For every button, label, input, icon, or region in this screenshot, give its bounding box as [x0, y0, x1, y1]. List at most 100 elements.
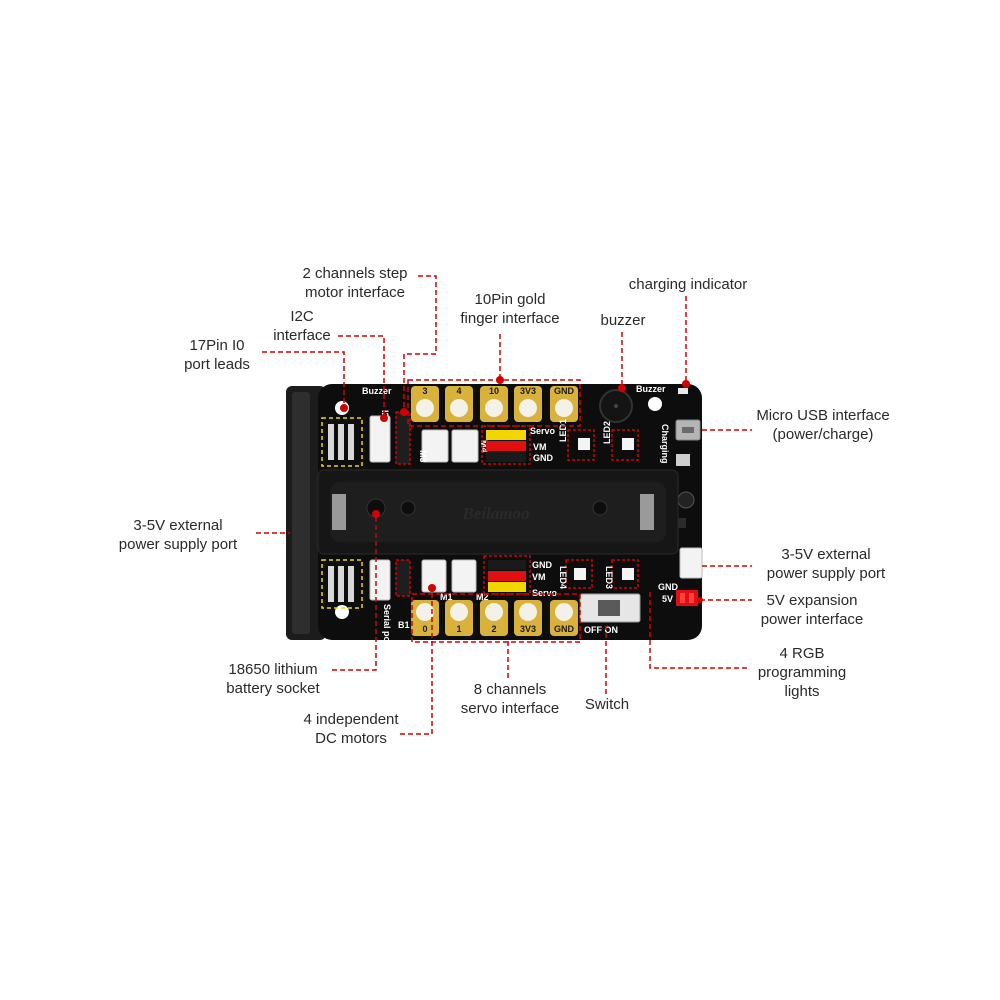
gold-pad[interactable]: 10 — [480, 386, 508, 422]
pad-label: 0 — [422, 624, 427, 634]
silk-vm-top: VM — [533, 442, 547, 452]
callout-dc-motors-line1: 4 independent — [303, 711, 399, 728]
gold-pad[interactable]: 3V3 — [514, 386, 542, 422]
dot-buzzer — [618, 384, 626, 392]
callout-servo: 8 channels servo interface — [448, 680, 572, 718]
brand-embossed: Beilamoo — [461, 504, 529, 523]
callout-battery: 18650 lithium battery socket — [214, 660, 332, 698]
callout-dots — [340, 376, 703, 603]
inductor — [676, 454, 690, 466]
callout-charging: charging indicator — [614, 275, 762, 294]
pad-label: GND — [554, 624, 575, 634]
callout-ext-power-left: 3-5V external power supply port — [104, 516, 252, 554]
callout-gold-finger-line2: finger interface — [460, 310, 560, 327]
callout-ext-power-right-line1: 3-5V external — [781, 546, 871, 563]
gold-pad[interactable]: GND — [550, 386, 578, 422]
silk-led4: LED4 — [558, 566, 568, 589]
callout-io-leads-line1: 17Pin I0 — [189, 337, 245, 354]
battery-post — [400, 500, 416, 516]
callout-5v-line2: power interface — [760, 611, 864, 628]
motor-connector-m1[interactable] — [421, 559, 447, 593]
dot-charging — [682, 380, 690, 388]
callout-battery-line2: battery socket — [226, 680, 320, 697]
silk-servo-bottom: Servo — [532, 588, 558, 598]
dot-5v — [697, 597, 703, 603]
led-chip — [578, 438, 590, 450]
pad-label: 3V3 — [520, 624, 536, 634]
leader-gold-finger-box — [407, 379, 581, 427]
callout-switch-line1: Switch — [584, 696, 630, 713]
callout-i2c-line2: interface — [273, 327, 331, 344]
dot-io-leads — [340, 404, 348, 412]
pin — [689, 593, 694, 603]
io-pin-header-top — [321, 417, 363, 467]
callout-buzzer: buzzer — [588, 311, 658, 330]
motor-connector-m3[interactable] — [421, 429, 449, 463]
ext-power-connector-right[interactable] — [679, 547, 703, 579]
pad-label: GND — [554, 386, 575, 396]
servo-header-bottom[interactable] — [483, 555, 531, 595]
led-chip — [622, 568, 634, 580]
rgb-led-4 — [565, 559, 593, 589]
battery-post — [592, 500, 608, 516]
top-gold-pads: 3 4 10 3V3 GND — [411, 386, 578, 422]
callout-leaders — [256, 275, 752, 735]
silk-m3: M3 — [418, 450, 428, 463]
callout-i2c-line1: I2C — [290, 308, 314, 325]
switch-lever[interactable] — [598, 600, 620, 616]
callout-ext-power-left-line2: power supply port — [118, 536, 238, 553]
bottom-header[interactable] — [395, 559, 411, 597]
gold-pad[interactable]: 3V3 — [514, 600, 542, 636]
battery-cradle — [330, 482, 666, 542]
callout-stepper-line1: 2 channels step — [302, 265, 408, 282]
callout-rgb: 4 RGB programming lights — [746, 644, 858, 701]
callout-i2c: I2C interface — [262, 307, 342, 345]
silk-led3: LED3 — [604, 566, 614, 589]
callout-usb: Micro USB interface (power/charge) — [748, 406, 898, 444]
gold-pad[interactable]: 3 — [411, 386, 439, 422]
serial-port-connector[interactable] — [369, 559, 391, 601]
callout-rgb-line2: programming — [757, 664, 847, 681]
callout-battery-line1: 18650 lithium — [228, 661, 318, 678]
callout-servo-line1: 8 channels — [473, 681, 547, 698]
motor-connector-m4[interactable] — [451, 429, 479, 463]
callout-gold-finger: 10Pin gold finger interface — [448, 290, 572, 328]
callout-servo-line2: servo interface — [460, 700, 560, 717]
silk-buzzer-left: Buzzer — [362, 386, 392, 396]
silk-servo-top: Servo — [530, 426, 556, 436]
callout-gold-finger-line1: 10Pin gold — [474, 291, 546, 308]
callout-charging-line1: charging indicator — [628, 276, 748, 293]
callout-dc-motors: 4 independent DC motors — [296, 710, 406, 748]
servo-header-top[interactable] — [481, 425, 531, 465]
dot-stepper — [400, 408, 408, 416]
rgb-led-2 — [611, 429, 639, 461]
pin — [680, 593, 685, 603]
motor-connector-m2[interactable] — [451, 559, 477, 593]
callout-ext-power-right: 3-5V external power supply port — [752, 545, 900, 583]
dot-battery — [372, 510, 380, 518]
silk-gnd-5v: GND — [658, 582, 679, 592]
leader-servo-box — [411, 593, 581, 643]
charging-led — [678, 388, 688, 394]
callout-rgb-line3: lights — [784, 683, 820, 700]
silk-m4: M4 — [479, 440, 489, 453]
leader-dc-motors — [400, 592, 433, 735]
battery-terminal — [332, 494, 346, 530]
gold-pad[interactable]: 0 — [411, 600, 439, 636]
silk-led1: LED1 — [558, 419, 568, 442]
gold-pad[interactable]: 4 — [445, 386, 473, 422]
dot-dc-motors — [428, 584, 436, 592]
gold-pad[interactable]: 1 — [445, 600, 473, 636]
pad-label: 3 — [422, 386, 427, 396]
silk-gnd-bottom: GND — [532, 560, 553, 570]
gold-pad[interactable]: GND — [550, 600, 578, 636]
silk-gnd-top: GND — [533, 453, 554, 463]
i2c-connector[interactable] — [369, 415, 391, 463]
led-chip — [574, 568, 586, 580]
expansion-5v-header[interactable] — [676, 590, 698, 606]
gold-pad[interactable]: 2 — [480, 600, 508, 636]
led-chip — [622, 438, 634, 450]
io-pin-header-bottom — [321, 559, 363, 609]
